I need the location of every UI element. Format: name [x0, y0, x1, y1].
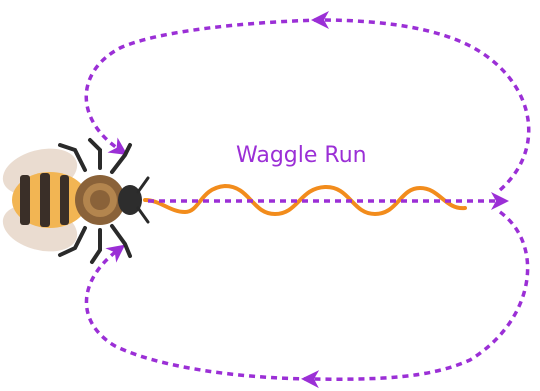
waggle-line [143, 183, 467, 217]
lower-return-arrow-left [84, 244, 311, 381]
honeybee-icon [2, 138, 150, 264]
upper-return-arrow [311, 11, 531, 192]
waggle-run-label: Waggle Run [236, 143, 367, 168]
upper-return-arrow-left [84, 18, 321, 155]
lower-return-arrow [301, 210, 530, 389]
